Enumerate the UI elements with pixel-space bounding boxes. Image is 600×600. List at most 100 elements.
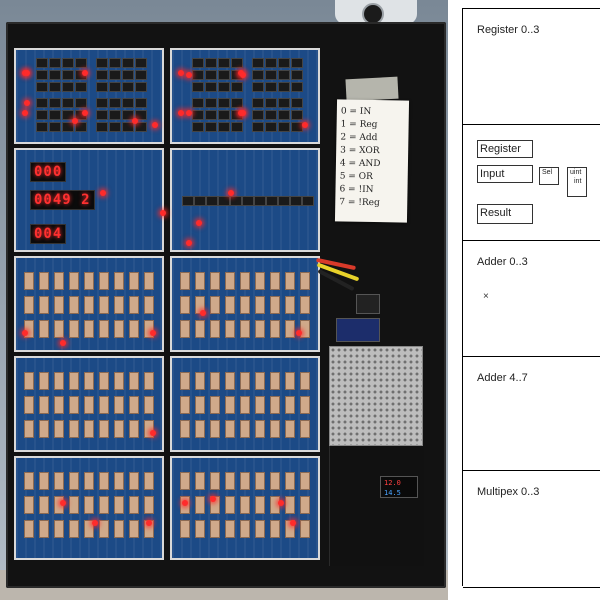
relay	[36, 70, 48, 80]
relay	[285, 296, 295, 314]
relay	[225, 396, 235, 414]
relay	[69, 296, 79, 314]
relay	[69, 272, 79, 290]
relay	[278, 58, 290, 68]
input-box: Input	[477, 165, 533, 183]
relay	[291, 110, 303, 120]
relay	[109, 98, 121, 108]
relay	[290, 196, 302, 206]
relay	[182, 196, 194, 206]
relay	[225, 520, 235, 538]
relay	[218, 122, 230, 132]
relay	[194, 196, 206, 206]
relay	[109, 110, 121, 120]
relay	[218, 70, 230, 80]
relay	[300, 296, 310, 314]
relay	[230, 196, 242, 206]
relay	[255, 496, 265, 514]
relay	[231, 58, 243, 68]
relay	[291, 70, 303, 80]
relay	[300, 272, 310, 290]
relay	[195, 520, 205, 538]
relay	[285, 372, 295, 390]
power-supply	[329, 346, 423, 446]
status-led	[240, 110, 246, 116]
status-led	[60, 340, 66, 346]
relay	[96, 98, 108, 108]
relay	[255, 396, 265, 414]
status-led	[60, 500, 66, 506]
relay	[135, 98, 147, 108]
seven-segment-display-2: 0049 2	[30, 190, 95, 210]
relay	[300, 320, 310, 338]
relay	[129, 272, 139, 290]
relay	[255, 520, 265, 538]
relay	[291, 98, 303, 108]
relay	[180, 296, 190, 314]
relay	[24, 420, 34, 438]
relay	[129, 320, 139, 338]
relay	[54, 420, 64, 438]
relay	[109, 58, 121, 68]
relay	[99, 472, 109, 490]
relay	[205, 98, 217, 108]
relay	[96, 82, 108, 92]
relay	[39, 372, 49, 390]
relay	[270, 472, 280, 490]
relay	[218, 196, 230, 206]
note-line: 6 = !IN	[339, 184, 374, 196]
cross-mark: ×	[483, 291, 489, 302]
relay	[109, 70, 121, 80]
relay	[218, 110, 230, 120]
sel-box: Sel	[539, 167, 559, 185]
block-diagram: Register 0..3 Register Input Sel uint in…	[462, 8, 600, 588]
relay	[24, 320, 34, 338]
relay	[210, 320, 220, 338]
relay	[39, 396, 49, 414]
relay	[180, 272, 190, 290]
status-led	[210, 496, 216, 502]
relay	[265, 82, 277, 92]
relay	[225, 320, 235, 338]
voltmeter: 12.0 14.5	[380, 476, 418, 498]
relay	[39, 320, 49, 338]
relay	[75, 98, 87, 108]
relay	[99, 296, 109, 314]
relay	[114, 372, 124, 390]
controller-module	[336, 318, 380, 342]
relay	[278, 122, 290, 132]
panel-multiplex: Multipex 0..3	[463, 470, 600, 588]
status-led	[186, 72, 192, 78]
status-led	[302, 122, 308, 128]
relay	[96, 110, 108, 120]
relay	[114, 272, 124, 290]
relay	[252, 58, 264, 68]
relay	[84, 420, 94, 438]
relay	[265, 58, 277, 68]
status-led	[160, 210, 166, 216]
relay	[99, 420, 109, 438]
relay	[266, 196, 278, 206]
panel-register: Register 0..3	[463, 8, 600, 125]
relay-computer-photo: 000 0049 2 004 0 = IN 1 = Reg 2 = Add 3 …	[0, 0, 448, 600]
relay	[144, 372, 154, 390]
relay	[192, 82, 204, 92]
relay	[39, 472, 49, 490]
note-line: 2 = Add	[340, 132, 378, 144]
power-supply-base	[329, 446, 424, 566]
relay	[192, 110, 204, 120]
status-led	[196, 220, 202, 226]
relay	[255, 296, 265, 314]
relay	[252, 70, 264, 80]
relay	[240, 420, 250, 438]
relay	[278, 70, 290, 80]
relay	[122, 110, 134, 120]
status-led	[22, 330, 28, 336]
relay	[24, 272, 34, 290]
relay	[300, 396, 310, 414]
relay	[135, 70, 147, 80]
relay	[180, 396, 190, 414]
relay	[255, 472, 265, 490]
relay	[24, 396, 34, 414]
relay	[218, 82, 230, 92]
